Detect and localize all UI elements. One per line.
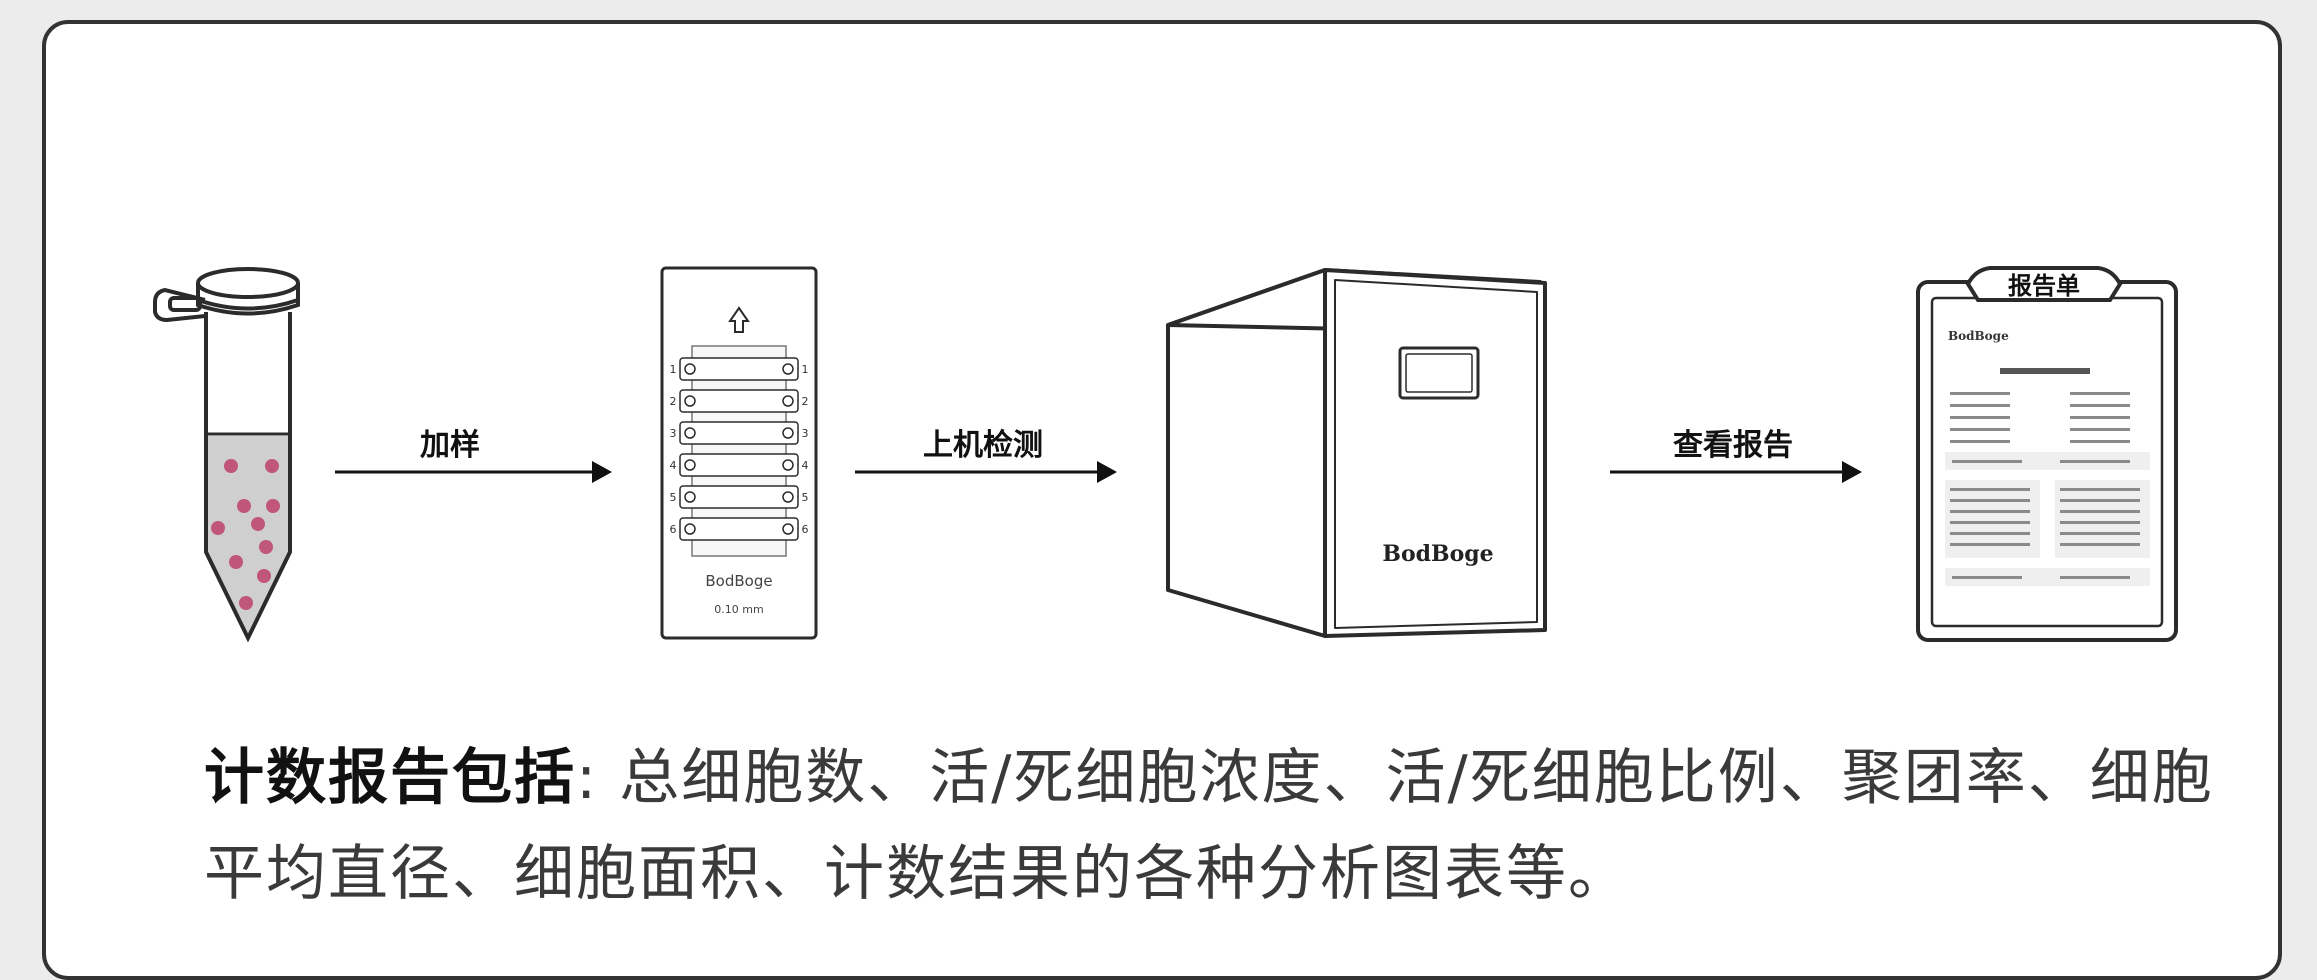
report-text-line [2060,460,2130,463]
report-block [2055,480,2150,558]
slide-channel-number: 5 [670,491,677,504]
report-text-line [2070,404,2130,407]
report-text-line [1950,532,2030,535]
cell-dot [224,459,238,473]
report-text-line [1950,543,2030,546]
report-text-line [1950,488,2030,491]
slide-channel-number: 1 [802,363,809,376]
cell-dot [239,596,253,610]
report-text-line [2060,543,2140,546]
report-brand: BodBoge [1948,329,2009,343]
step-label-view-report: 查看报告 [1673,428,1793,463]
arrow-1 [335,461,612,483]
slide-port-left [684,395,696,407]
slide-channel-number: 6 [802,523,809,536]
slide-port-right [782,427,794,439]
slide-depth: 0.10 mm [714,603,763,616]
slide-channel-number: 4 [670,459,677,472]
slide-port-left [684,523,696,535]
report-text-line [2060,499,2140,502]
report-text-line [1950,392,2010,395]
report-text-line [2060,532,2140,535]
report-summary-row [1945,452,2150,470]
report-text-line [1950,416,2010,419]
report-text-line [2070,440,2130,443]
slide-channel [679,421,799,445]
slide-channel-number: 1 [670,363,677,376]
slide-port-left [684,427,696,439]
cell-dot [211,521,225,535]
step-label-add-sample: 加样 [420,428,480,463]
slide-brand: BodBoge [705,572,772,590]
summary-colon: : [576,743,599,813]
slide-channel-number: 3 [802,427,809,440]
report-text-line [1950,404,2010,407]
report-summary: 计数报告包括: 总细胞数、活/死细胞浓度、活/死细胞比例、聚团率、细胞平均直径、… [204,730,2224,922]
slide-channel-number: 2 [802,395,809,408]
report-text-line [1952,460,2022,463]
slide-port-right [782,459,794,471]
summary-lead: 计数报告包括 [204,743,576,813]
report-text-line [2060,576,2130,579]
slide-channel-number: 5 [802,491,809,504]
report-title-bar [2000,368,2090,374]
step-label-machine-test: 上机检测 [923,428,1043,463]
report-text-line [1952,576,2022,579]
slide-channel [679,485,799,509]
slide-port-right [782,491,794,503]
cell-dot [259,540,273,554]
arrow-2 [855,461,1117,483]
cell-dots [211,459,280,610]
workflow-diagram: 加样 1 1 2 2 3 3 4 4 5 5 6 6 BodBoge 0.10 mm 上机检测 Bod… [153,266,2178,643]
slide-port-left [684,491,696,503]
report-text-line [1950,428,2010,431]
slide-channel [679,357,799,381]
slide-channel-number: 6 [670,523,677,536]
cell-dot [251,517,265,531]
report-text-line [2070,416,2130,419]
counting-slide-icon: 1 1 2 2 3 3 4 4 5 5 6 6 BodBoge 0.10 mm [660,266,818,640]
cell-dot [265,459,279,473]
slide-channel [679,453,799,477]
report-text-line [2070,428,2130,431]
cell-dot [257,569,271,583]
report-content [1945,392,2150,586]
arrow-3 [1610,461,1862,483]
slide-channel-number: 2 [670,395,677,408]
report-tab-title: 报告单 [2008,272,2080,300]
report-text-line [2060,488,2140,491]
report-summary-row [1945,568,2150,586]
slide-channel [679,389,799,413]
slide-port-left [684,459,696,471]
slide-port-right [782,363,794,375]
counter-brand: BodBoge [1382,541,1493,567]
report-text-line [2060,510,2140,513]
slide-channel-number: 3 [670,427,677,440]
slide-port-right [782,395,794,407]
slide-port-right [782,523,794,535]
slide-channel-number: 4 [802,459,809,472]
report-text-line [1950,440,2010,443]
report-text-line [1950,510,2030,513]
report-icon: 报告单 BodBoge [1916,266,2178,642]
cell-dot [266,499,280,513]
report-text-line [1950,521,2030,524]
cell-dot [229,555,243,569]
cell-dot [237,499,251,513]
report-text-line [2070,392,2130,395]
slide-port-left [684,363,696,375]
report-text-line [1950,499,2030,502]
sample-tube-icon [153,267,300,643]
process-card [42,20,2282,980]
summary-body: 总细胞数、活/死细胞浓度、活/死细胞比例、聚团率、细胞平均直径、细胞面积、计数结… [204,743,2214,909]
report-text-line [2060,521,2140,524]
cell-counter-icon [1166,268,1547,638]
slide-channel [679,517,799,541]
report-block [1945,480,2040,558]
